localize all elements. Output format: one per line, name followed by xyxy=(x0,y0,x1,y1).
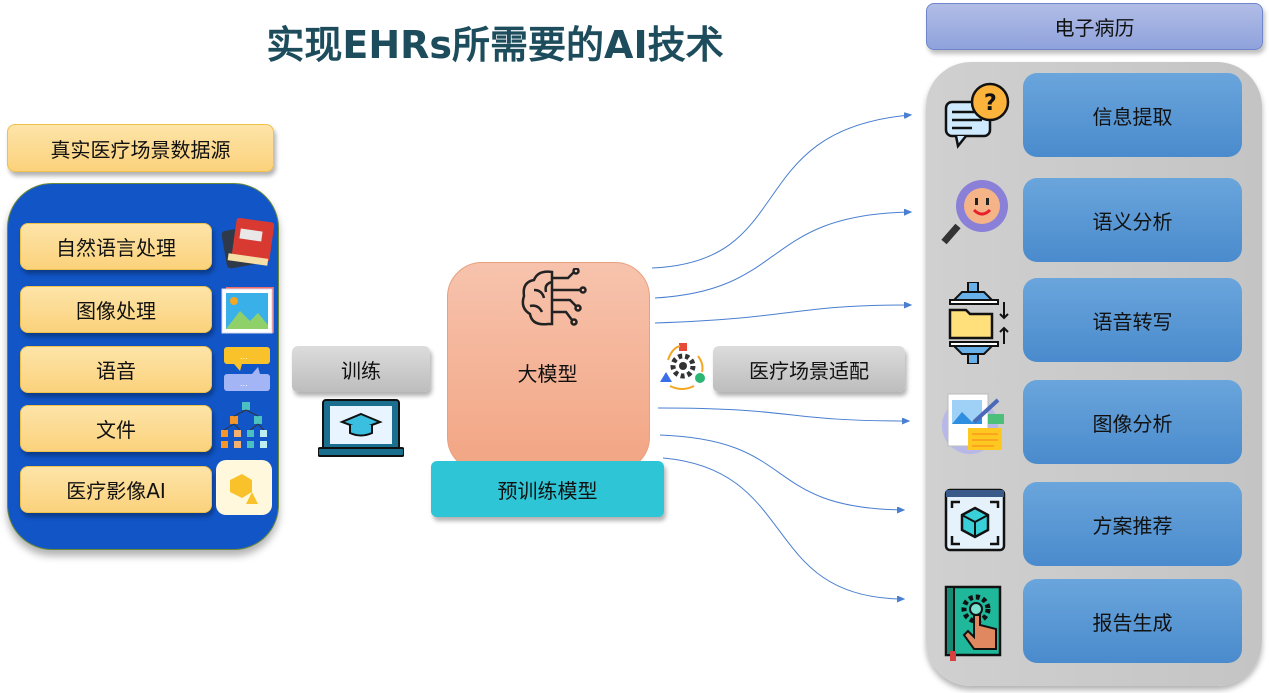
training-label: 训练 xyxy=(292,346,430,392)
ehr-item-speech-transcription: 语音转写 xyxy=(1023,278,1242,362)
hierarchy-icon xyxy=(221,402,267,448)
source-item-nlp: 自然语言处理 xyxy=(20,223,212,270)
pretrained-model-box: 预训练模型 xyxy=(431,461,664,517)
ehr-header: 电子病历 xyxy=(926,3,1263,50)
chat-bubbles-icon: ...... xyxy=(224,347,270,391)
page-title: 实现EHRs所需要的AI技术 xyxy=(266,23,724,67)
ehr-item-report-generation: 报告生成 xyxy=(1023,579,1242,663)
folder-compress-icon xyxy=(948,282,1009,364)
ehr-item-image-analysis: 图像分析 xyxy=(1023,380,1242,464)
source-item-image: 图像处理 xyxy=(20,286,212,333)
data-source-header: 真实医疗场景数据源 xyxy=(7,124,274,172)
large-model-box xyxy=(447,262,650,472)
medical-adaptation-label: 医疗场景适配 xyxy=(713,346,905,392)
box-warning-icon xyxy=(216,460,272,515)
laptop-graduation-icon xyxy=(318,399,404,457)
ehr-item-info-extraction: 信息提取 xyxy=(1023,73,1242,157)
ehr-item-semantic-analysis: 语义分析 xyxy=(1023,178,1242,262)
image-icon xyxy=(221,287,274,334)
ehr-item-plan-recommendation: 方案推荐 xyxy=(1023,482,1242,566)
gear-cycle-icon xyxy=(660,343,705,390)
image-edit-icon xyxy=(942,393,1004,454)
cube-screen-icon xyxy=(944,488,1006,552)
gear-book-icon xyxy=(944,585,1002,661)
question-chat-icon: ? xyxy=(944,82,1010,149)
source-item-medical-imaging: 医疗影像AI xyxy=(20,466,212,513)
svg-text:...: ... xyxy=(240,379,248,388)
svg-text:?: ? xyxy=(984,91,997,116)
large-model-label: 大模型 xyxy=(517,362,578,386)
source-item-file: 文件 xyxy=(20,405,212,452)
svg-text:...: ... xyxy=(240,352,248,361)
book-icon xyxy=(221,217,275,269)
source-item-speech: 语音 xyxy=(20,346,212,393)
magnifier-face-icon xyxy=(941,180,1008,245)
brain-circuit-icon xyxy=(521,268,587,326)
